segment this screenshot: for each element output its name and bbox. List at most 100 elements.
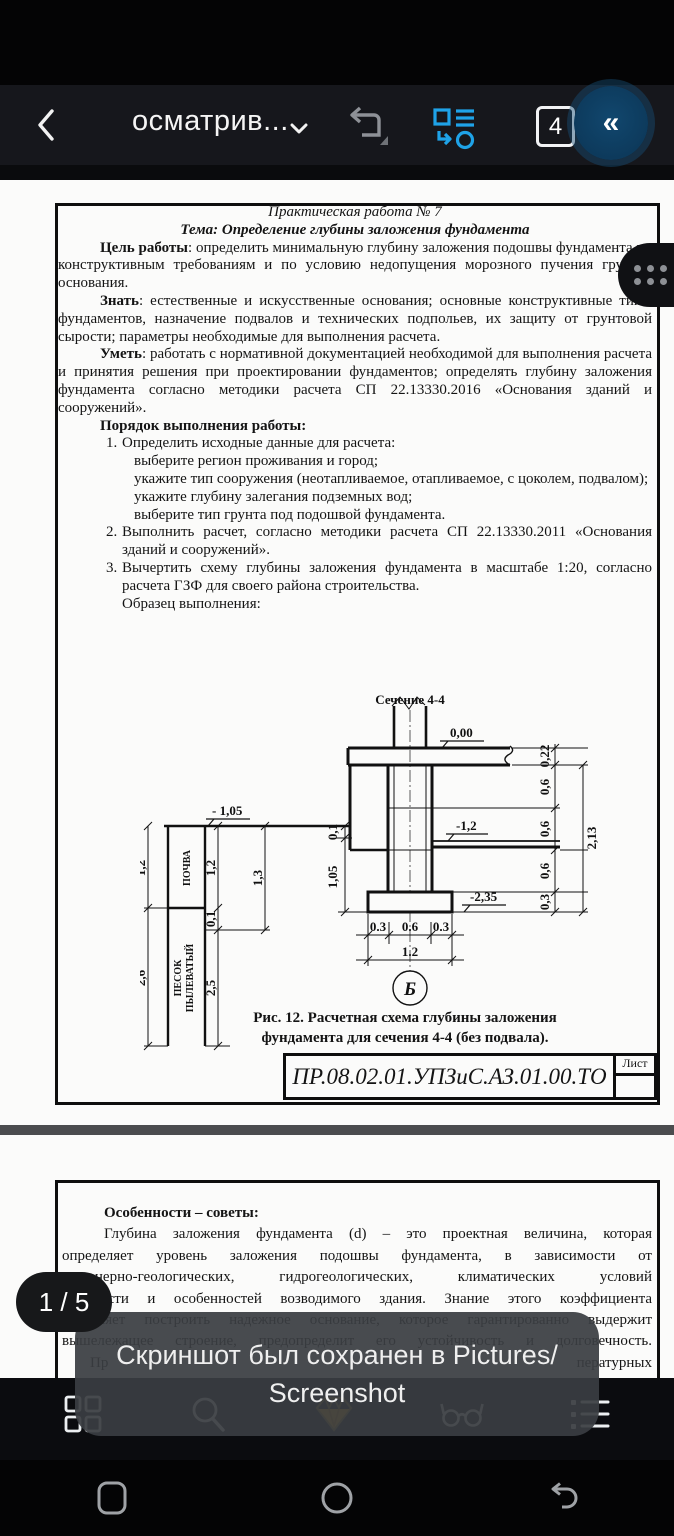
toolbar-strip (0, 165, 674, 180)
caption-line-2: фундамента для сечения 4-4 (без подвала)… (261, 1030, 549, 1046)
elev-zero-mark (440, 740, 484, 749)
soil-label-bottom-1: ПЕСОК (173, 959, 184, 996)
elev-ground-label: - 1,05 (212, 803, 243, 818)
document-page-1[interactable]: Практическая работа № 7 Тема: Определени… (0, 180, 674, 1125)
foundation-section-drawing: Сечение 4-4 (140, 692, 599, 1051)
undo-icon (350, 106, 388, 145)
home-button[interactable] (225, 1479, 450, 1517)
dim-w03a: 0.3 (370, 919, 387, 934)
document-code: ПР.08.02.01.УПЗиС.АЗ.01.00.ТО (283, 1053, 616, 1100)
right-dim-chains (432, 743, 588, 917)
dim-105-mid: 1,05 (325, 865, 340, 888)
step-1: 1.Определить исходные данные для расчета… (106, 435, 396, 452)
upper-column (391, 696, 428, 748)
step-1-sub-4: выберите тип грунта под подошвой фундаме… (134, 506, 446, 523)
home-icon (321, 1482, 353, 1514)
basement-floor (432, 840, 560, 849)
drawing-title: Сечение 4-4 (375, 692, 445, 707)
title-block: ПР.08.02.01.УПЗиС.АЗ.01.00.ТО Лист (283, 1053, 657, 1100)
toast-line-1: Скриншот был сохранен в Pictures/ (116, 1340, 558, 1370)
dim-06-2: 0,6 (537, 820, 552, 837)
android-nav-bar (0, 1460, 674, 1536)
back-arrow-icon (551, 1482, 578, 1509)
step-2: 2.Выполнить расчет, согласно методики ра… (106, 524, 652, 559)
back-nav-button[interactable] (449, 1480, 674, 1516)
page1-text: Практическая работа № 7 Тема: Определени… (58, 204, 652, 613)
page-divider (0, 1125, 674, 1135)
dim-w12: 1.2 (402, 944, 418, 959)
soil-label-bottom-2: ПЫЛЕВАТЫЙ (184, 944, 196, 1013)
elev-ground-mark (206, 818, 250, 827)
reflow-view-button[interactable] (432, 107, 482, 151)
work-title: Практическая работа № 7 (268, 204, 442, 220)
able-paragraph: Уметь: работать с нормативной документац… (58, 346, 652, 416)
left-dim-chains (143, 821, 270, 1051)
soil-label-top: ПОЧВА (182, 849, 193, 886)
chevron-down-icon (290, 123, 308, 134)
back-button[interactable] (28, 103, 64, 147)
dim-w03b: 0.3 (433, 919, 450, 934)
side-tools-handle[interactable] (618, 243, 674, 307)
step-1-sub-2: укажите тип сооружения (неотапливаемое, … (134, 470, 649, 487)
page1-frame (55, 203, 660, 1105)
step-1-sub-1: выберите регион проживания и город; (134, 453, 379, 470)
back-chevron-icon (38, 109, 54, 141)
collapse-toolbar-button[interactable]: « (574, 86, 648, 160)
footing-dims (356, 914, 464, 966)
tips-line-1: Глубина заложения фундамента (d) – это п… (104, 1226, 652, 1243)
floor-slab (346, 745, 514, 767)
sheet-cell: Лист (613, 1053, 657, 1100)
topic-title: Тема: Определение глубины заложения фунд… (180, 221, 530, 238)
step-3: 3.Вычертить схему глубины заложения фунд… (106, 559, 652, 594)
double-chevron-left-icon: « (602, 106, 620, 139)
soil-column (166, 826, 207, 1046)
sheet-label: Лист (613, 1053, 657, 1073)
page-indicator-value: 1 / 5 (38, 1286, 90, 1317)
order-header: Порядок выполнения работы: (100, 417, 307, 434)
know-paragraph: Знать: естественные и искусственные осно… (58, 292, 652, 345)
dim-03-right: 0,3 (537, 893, 552, 910)
reflow-icon (433, 108, 475, 150)
dim-left-26: 2,6 (140, 969, 148, 986)
dim-213: 2,13 (584, 826, 599, 849)
caption-line-1: Рис. 12. Расчетная схема глубины заложен… (253, 1010, 557, 1026)
node-label: Б (403, 979, 416, 1000)
sheet-value-cell (613, 1073, 657, 1100)
dim-col-01: 0,1 (203, 911, 218, 927)
document-title: осматрив... (132, 105, 289, 137)
dim-06-1: 0,6 (537, 778, 552, 795)
dim-left-12: 1,2 (140, 860, 148, 876)
step-1-sub-3: укажите глубину залегания подземных вод; (134, 488, 413, 505)
dim-06-3: 0,6 (537, 862, 552, 879)
tips-line-2: определяет уровень заложения подошвы фун… (62, 1247, 652, 1264)
page-indicator[interactable]: 1 / 5 (16, 1272, 112, 1332)
foundation-wall (348, 765, 434, 892)
dim-w06: 0.6 (402, 919, 419, 934)
mid-dim-chain (338, 821, 368, 917)
goal-paragraph: Цель работы: определить минимальную глуб… (58, 239, 652, 292)
drag-dots-icon (633, 265, 667, 285)
dim-022: 0,22 (537, 745, 552, 768)
recents-button[interactable] (0, 1479, 225, 1517)
screenshot-toast: Скриншот был сохранен в Pictures/ Screen… (75, 1312, 599, 1436)
toast-line-2: Screenshot (268, 1378, 406, 1408)
dim-col-12: 1,2 (203, 860, 218, 876)
elev-floor-label: -1,2 (456, 818, 477, 833)
footing (366, 890, 454, 914)
undo-button[interactable] (340, 105, 396, 151)
tips-line-4: местности и особенностей возводимого зда… (62, 1290, 652, 1307)
status-bar (0, 0, 674, 85)
top-toolbar: осматрив... 4 (0, 85, 674, 165)
dim-13: 1,3 (250, 869, 265, 886)
tips-header: Особенности – советы: (104, 1205, 259, 1221)
dim-01-mid: 0,1 (325, 824, 340, 840)
figure-caption: Рис. 12. Расчетная схема глубины заложен… (215, 1008, 595, 1048)
sample-label: Образец выполнения: (122, 595, 261, 612)
document-title-dropdown[interactable]: осматрив... (132, 105, 309, 138)
page-count-badge[interactable]: 4 (536, 106, 575, 147)
tips-line-3: инженерно-геологических, гидрогеологичес… (62, 1269, 652, 1286)
dim-col-25: 2,5 (203, 979, 218, 996)
page-count-value: 4 (548, 112, 563, 140)
elev-zero-label: 0,00 (450, 725, 473, 740)
